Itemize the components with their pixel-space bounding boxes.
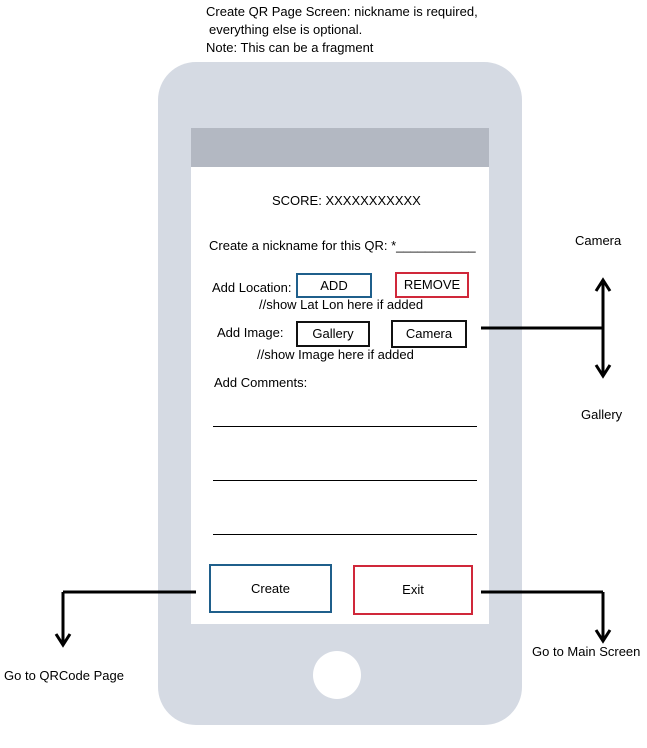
score-text: SCORE: XXXXXXXXXXX bbox=[272, 193, 421, 208]
phone-screen: SCORE: XXXXXXXXXXX Create a nickname for… bbox=[191, 128, 489, 624]
note-line-3: Note: This can be a fragment bbox=[206, 40, 374, 55]
create-arrow bbox=[54, 590, 196, 648]
home-button[interactable] bbox=[313, 651, 361, 699]
create-button[interactable]: Create bbox=[209, 564, 332, 613]
exit-arrow bbox=[481, 590, 612, 644]
add-location-label: Add Location: bbox=[212, 280, 292, 295]
nickname-prompt[interactable]: Create a nickname for this QR: *________… bbox=[209, 238, 476, 253]
remove-location-button[interactable]: REMOVE bbox=[395, 272, 469, 298]
status-bar bbox=[191, 128, 489, 167]
go-qrcode-annotation: Go to QRCode Page bbox=[4, 668, 124, 683]
gallery-button[interactable]: Gallery bbox=[296, 321, 370, 347]
camera-annotation: Camera bbox=[575, 233, 622, 248]
camera-button[interactable]: Camera bbox=[391, 320, 467, 348]
note-line-2: everything else is optional. bbox=[209, 22, 363, 37]
requirements-note: Create QR Page Screen: nickname is requi… bbox=[206, 3, 506, 57]
comment-line-1[interactable] bbox=[213, 426, 477, 427]
camera-gallery-arrow bbox=[481, 277, 612, 379]
go-main-annotation: Go to Main Screen bbox=[532, 644, 641, 659]
image-hint: //show Image here if added bbox=[257, 347, 414, 362]
add-comments-label: Add Comments: bbox=[214, 375, 308, 390]
comment-line-2[interactable] bbox=[213, 480, 477, 481]
add-location-button[interactable]: ADD bbox=[296, 273, 372, 298]
exit-button[interactable]: Exit bbox=[353, 565, 473, 615]
gallery-annotation: Gallery bbox=[581, 407, 623, 422]
location-hint: //show Lat Lon here if added bbox=[259, 297, 424, 312]
note-line-1: Create QR Page Screen: nickname is requi… bbox=[206, 4, 478, 19]
comment-line-3[interactable] bbox=[213, 534, 477, 535]
add-image-label: Add Image: bbox=[217, 325, 284, 340]
